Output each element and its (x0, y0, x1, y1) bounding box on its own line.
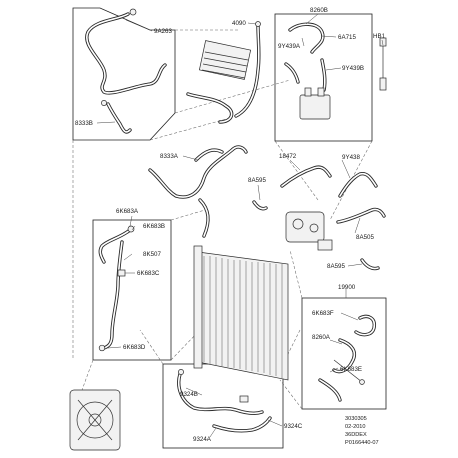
callout-6A715: 6A715 (338, 34, 356, 41)
callout-8333A: 8333A (160, 153, 179, 160)
callout-8260A: 8260A (312, 334, 331, 341)
callout-9Y438: 9Y438 (342, 154, 360, 161)
hose-19900-group (318, 314, 376, 402)
callout-8K507: 8K507 (143, 251, 161, 258)
group-box-9A263 (72, 7, 176, 141)
hose-8A595 (252, 200, 380, 271)
thermostat-housing (285, 211, 333, 251)
footer-codes: 3030305 02-2010 36DDEX P0166440-07 (345, 416, 379, 446)
hose-9324-group (177, 369, 272, 433)
hose-8333A (148, 145, 248, 238)
callout-4090: 4090 (232, 20, 246, 27)
group-box-19900 (301, 297, 387, 410)
callout-8A505: 8A505 (356, 234, 374, 241)
hose-18472 (280, 165, 332, 188)
hose-9A263 (85, 8, 167, 134)
callout-19900: 19900 (338, 284, 356, 291)
callout-9Y439A: 9Y439A (278, 43, 301, 50)
hose-8260B-group (284, 22, 387, 120)
callout-6K683A: 6K683A (116, 208, 139, 215)
hose-4090 (186, 21, 261, 124)
radiator (193, 245, 289, 381)
callout-labels: 9A263 4090 8260B HB1 9Y439A 6A715 9Y439B… (75, 7, 386, 443)
fan-housing (69, 389, 121, 451)
callout-8333B: 8333B (75, 120, 93, 127)
group-box-6K683A (92, 219, 172, 361)
group-box-8260B (274, 13, 373, 142)
cooler-block (198, 40, 252, 80)
callout-9Y439B: 9Y439B (342, 65, 364, 72)
callout-18472: 18472 (279, 153, 297, 160)
callout-6K683C: 6K683C (137, 270, 160, 277)
callout-8A595-lower: 8A595 (327, 263, 345, 270)
hose-9Y438 (338, 172, 378, 198)
callout-8260B: 8260B (310, 7, 328, 14)
hose-8A505 (336, 207, 386, 224)
callout-leaders (96, 13, 384, 438)
callout-8A595-upper: 8A595 (248, 177, 266, 184)
callout-6K683F: 6K683F (312, 310, 334, 317)
footer-line-4: P0166440-07 (345, 440, 379, 446)
hose-6K683A-group (98, 225, 135, 352)
callout-6K683E: 6K683E (340, 366, 362, 373)
footer-line-3: 36DDEX (345, 432, 367, 438)
callout-6K683B: 6K683B (143, 223, 165, 230)
callout-6K683D: 6K683D (123, 344, 146, 351)
footer-line-1: 3030305 (345, 416, 367, 422)
callout-HB1: HB1 (373, 33, 386, 40)
callout-9324C: 9324C (284, 423, 303, 430)
callout-9324A: 9324A (193, 436, 212, 443)
footer-line-2: 02-2010 (345, 424, 366, 430)
callout-9324B: 9324B (180, 391, 198, 398)
callout-9A263: 9A263 (154, 28, 172, 35)
